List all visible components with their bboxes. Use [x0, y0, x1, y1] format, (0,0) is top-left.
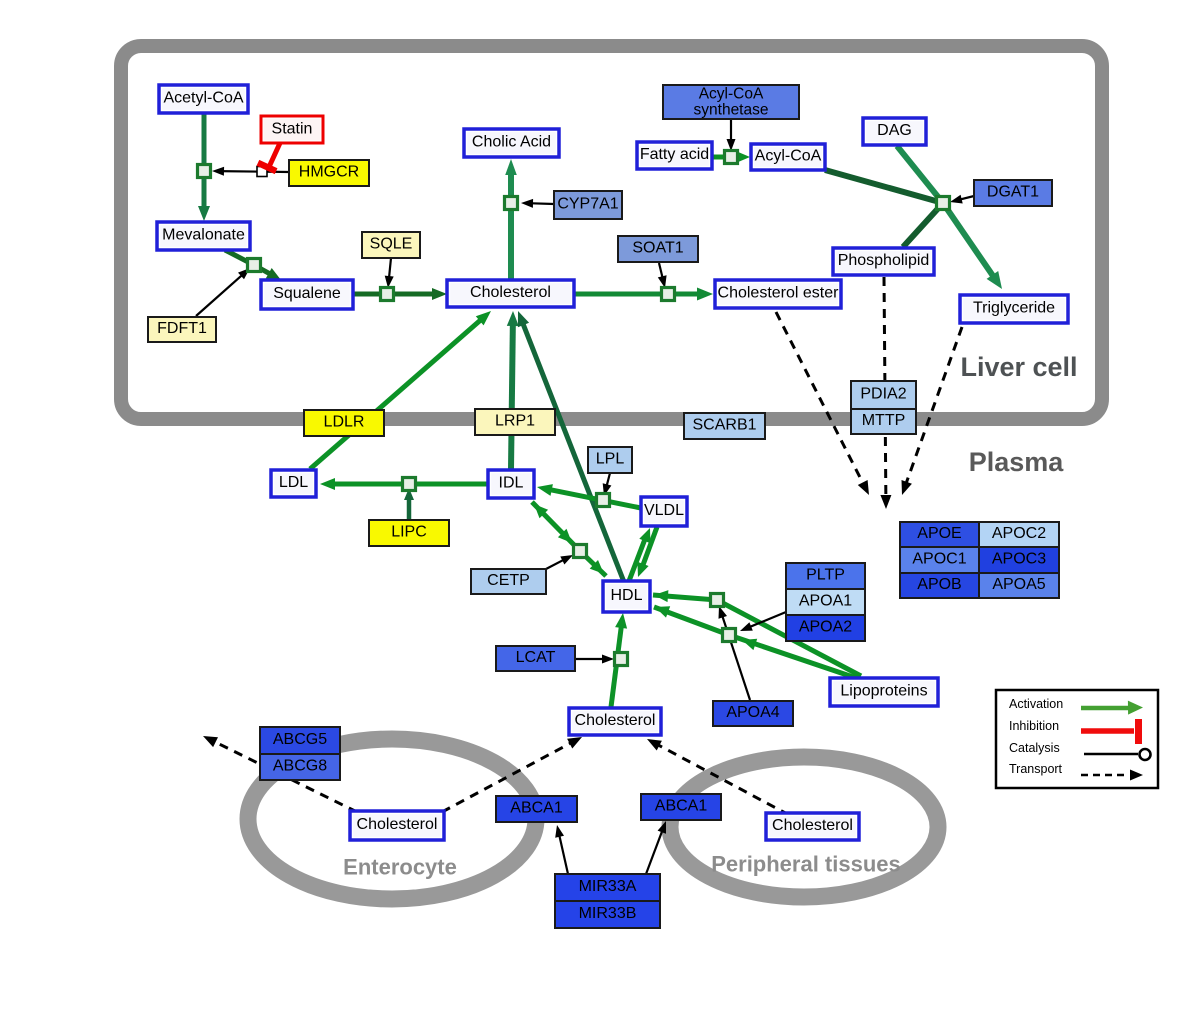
- svg-text:PLTP: PLTP: [806, 567, 845, 584]
- svg-text:Acyl-CoA: Acyl-CoA: [699, 86, 764, 103]
- svg-text:CETP: CETP: [487, 572, 530, 589]
- svg-text:LDLR: LDLR: [324, 414, 365, 431]
- svg-text:LPL: LPL: [596, 451, 625, 468]
- svg-text:Enterocyte: Enterocyte: [343, 855, 457, 880]
- svg-text:ABCA1: ABCA1: [510, 800, 563, 817]
- svg-text:Cholesterol: Cholesterol: [575, 712, 656, 729]
- svg-text:Fatty acid: Fatty acid: [640, 146, 709, 163]
- svg-text:synthetase: synthetase: [694, 102, 769, 119]
- svg-text:Inhibition: Inhibition: [1009, 719, 1059, 733]
- svg-text:ABCG5: ABCG5: [273, 731, 327, 748]
- svg-text:APOC1: APOC1: [912, 551, 966, 568]
- svg-text:SCARB1: SCARB1: [692, 417, 756, 434]
- svg-text:Catalysis: Catalysis: [1009, 741, 1060, 755]
- svg-text:Acyl-CoA: Acyl-CoA: [755, 148, 822, 165]
- svg-text:Acetyl-CoA: Acetyl-CoA: [163, 90, 243, 107]
- svg-text:APOC3: APOC3: [992, 551, 1046, 568]
- svg-text:PDIA2: PDIA2: [860, 386, 906, 403]
- svg-text:LCAT: LCAT: [516, 649, 556, 666]
- svg-text:Cholic Acid: Cholic Acid: [472, 134, 551, 151]
- svg-text:HDL: HDL: [610, 587, 642, 604]
- svg-text:VLDL: VLDL: [644, 502, 684, 519]
- svg-text:Mevalonate: Mevalonate: [162, 227, 245, 244]
- svg-text:Statin: Statin: [272, 121, 313, 138]
- svg-text:APOB: APOB: [917, 576, 961, 593]
- svg-text:Liver cell: Liver cell: [960, 352, 1077, 382]
- svg-text:Activation: Activation: [1009, 697, 1063, 711]
- svg-text:LDL: LDL: [279, 474, 308, 491]
- svg-text:Plasma: Plasma: [969, 447, 1065, 477]
- svg-text:SQLE: SQLE: [370, 236, 413, 253]
- svg-text:ABCG8: ABCG8: [273, 758, 327, 775]
- svg-text:Triglyceride: Triglyceride: [973, 300, 1055, 317]
- svg-text:DAG: DAG: [877, 122, 912, 139]
- svg-text:SOAT1: SOAT1: [632, 240, 683, 257]
- svg-text:Cholesterol ester: Cholesterol ester: [718, 285, 840, 302]
- svg-text:FDFT1: FDFT1: [157, 320, 207, 337]
- svg-text:APOA1: APOA1: [799, 593, 852, 610]
- svg-text:MIR33B: MIR33B: [579, 905, 637, 922]
- svg-text:LIPC: LIPC: [391, 524, 427, 541]
- svg-text:Phospholipid: Phospholipid: [838, 252, 930, 269]
- svg-text:Cholesterol: Cholesterol: [357, 816, 438, 833]
- svg-text:Cholesterol: Cholesterol: [772, 817, 853, 834]
- svg-text:IDL: IDL: [499, 475, 524, 492]
- svg-text:DGAT1: DGAT1: [987, 184, 1039, 201]
- svg-text:LRP1: LRP1: [495, 413, 535, 430]
- svg-text:Squalene: Squalene: [273, 285, 341, 302]
- svg-text:HMGCR: HMGCR: [299, 164, 359, 181]
- svg-text:ABCA1: ABCA1: [655, 798, 708, 815]
- svg-text:APOA2: APOA2: [799, 619, 852, 636]
- svg-text:APOA4: APOA4: [726, 704, 779, 721]
- svg-text:APOC2: APOC2: [992, 525, 1046, 542]
- svg-text:CYP7A1: CYP7A1: [557, 196, 618, 213]
- svg-text:Lipoproteins: Lipoproteins: [840, 683, 927, 700]
- svg-text:MTTP: MTTP: [862, 412, 906, 429]
- svg-text:Transport: Transport: [1009, 762, 1063, 776]
- svg-text:APOE: APOE: [917, 525, 961, 542]
- svg-text:Peripheral tissues: Peripheral tissues: [711, 852, 901, 877]
- svg-text:MIR33A: MIR33A: [579, 878, 637, 895]
- svg-text:Cholesterol: Cholesterol: [470, 284, 551, 301]
- svg-text:APOA5: APOA5: [992, 576, 1045, 593]
